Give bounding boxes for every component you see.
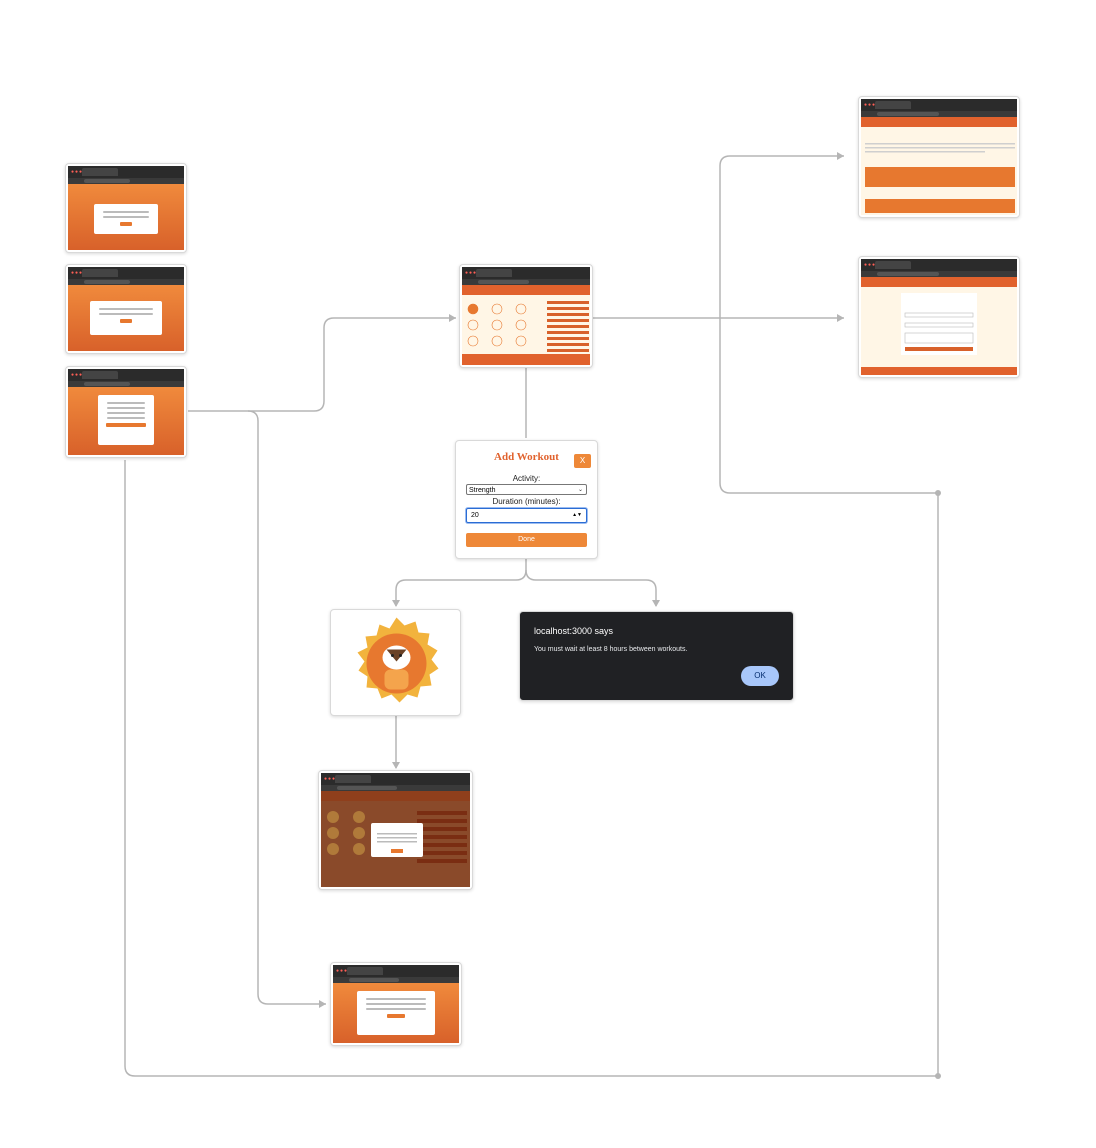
browser-titlebar: ●●● (68, 267, 184, 279)
browser-titlebar: ●●● (68, 166, 184, 178)
app-footer (861, 367, 1017, 375)
alert-dialog[interactable]: localhost:3000 says You must wait at lea… (519, 611, 794, 701)
edge-to-about (720, 156, 844, 318)
add-workout-modal[interactable]: Add Workout X Activity: Strength⌄ Durati… (455, 440, 598, 559)
duration-value: 20 (471, 512, 479, 519)
done-button[interactable]: Done (466, 533, 587, 547)
browser-titlebar: ●●● (333, 965, 459, 977)
dashboard-screen[interactable]: ●●● (459, 264, 593, 368)
browser-titlebar: ●●● (861, 259, 1017, 271)
activity-value: Strength (469, 487, 495, 494)
browser-window: ●●● (861, 259, 1017, 375)
browser-titlebar: ●●● (861, 99, 1017, 111)
close-button[interactable]: X (574, 454, 591, 468)
app-header (861, 277, 1017, 287)
activity-select[interactable]: Strength ⌄ (466, 484, 587, 495)
badge-grid (462, 297, 590, 357)
login-card (98, 395, 154, 445)
chevron-down-icon: ⌄ (578, 485, 583, 496)
app-footer (462, 354, 590, 365)
welcome-login-screen[interactable]: ●●● (65, 366, 187, 458)
about-content (861, 129, 1017, 215)
alert-title: localhost:3000 says (534, 626, 613, 636)
browser-window: ●●● (333, 965, 459, 1043)
stepper-icon[interactable]: ▲▼ (572, 509, 582, 522)
browser-window: ●●● (321, 773, 470, 887)
browser-titlebar: ●●● (462, 267, 590, 279)
unauthorized-access-screen[interactable]: ●●● (330, 962, 462, 1046)
congratulations-screen[interactable]: ●●● (318, 770, 473, 890)
edge-welcome-dashboard (188, 318, 456, 411)
ok-button[interactable]: OK (741, 666, 779, 686)
app-header (321, 791, 470, 801)
contact-screen[interactable]: ●●● (858, 256, 1020, 378)
browser-window: ●●● (462, 267, 590, 365)
browser-window: ●●● (68, 267, 184, 351)
page-not-found-screen[interactable]: ●●● (65, 264, 187, 354)
internal-server-error-screen[interactable]: ●●● (65, 163, 187, 253)
unauthorized-card (357, 991, 435, 1035)
activity-label: Activity: (456, 474, 597, 483)
duration-input[interactable]: 20 ▲▼ (466, 508, 587, 523)
app-header (462, 285, 590, 295)
edge-welcome-unauthorized (248, 411, 326, 1004)
badge-earned-image (330, 609, 461, 716)
dimmed-dashboard (321, 803, 470, 883)
about-screen[interactable]: ●●● (858, 96, 1020, 218)
browser-window: ●●● (68, 369, 184, 455)
browser-window: ●●● (861, 99, 1017, 215)
edge-modal-alert (526, 570, 656, 606)
browser-titlebar: ●●● (68, 369, 184, 381)
badger-badge-icon (333, 612, 460, 715)
alert-message: You must wait at least 8 hours between w… (534, 646, 687, 653)
duration-label: Duration (minutes): (456, 497, 597, 506)
app-header (861, 117, 1017, 127)
browser-titlebar: ●●● (321, 773, 470, 785)
contact-form (861, 289, 1017, 369)
edge-modal-badge (396, 558, 526, 606)
error-card (90, 301, 162, 335)
error-card (94, 204, 158, 234)
browser-window: ●●● (68, 166, 184, 250)
